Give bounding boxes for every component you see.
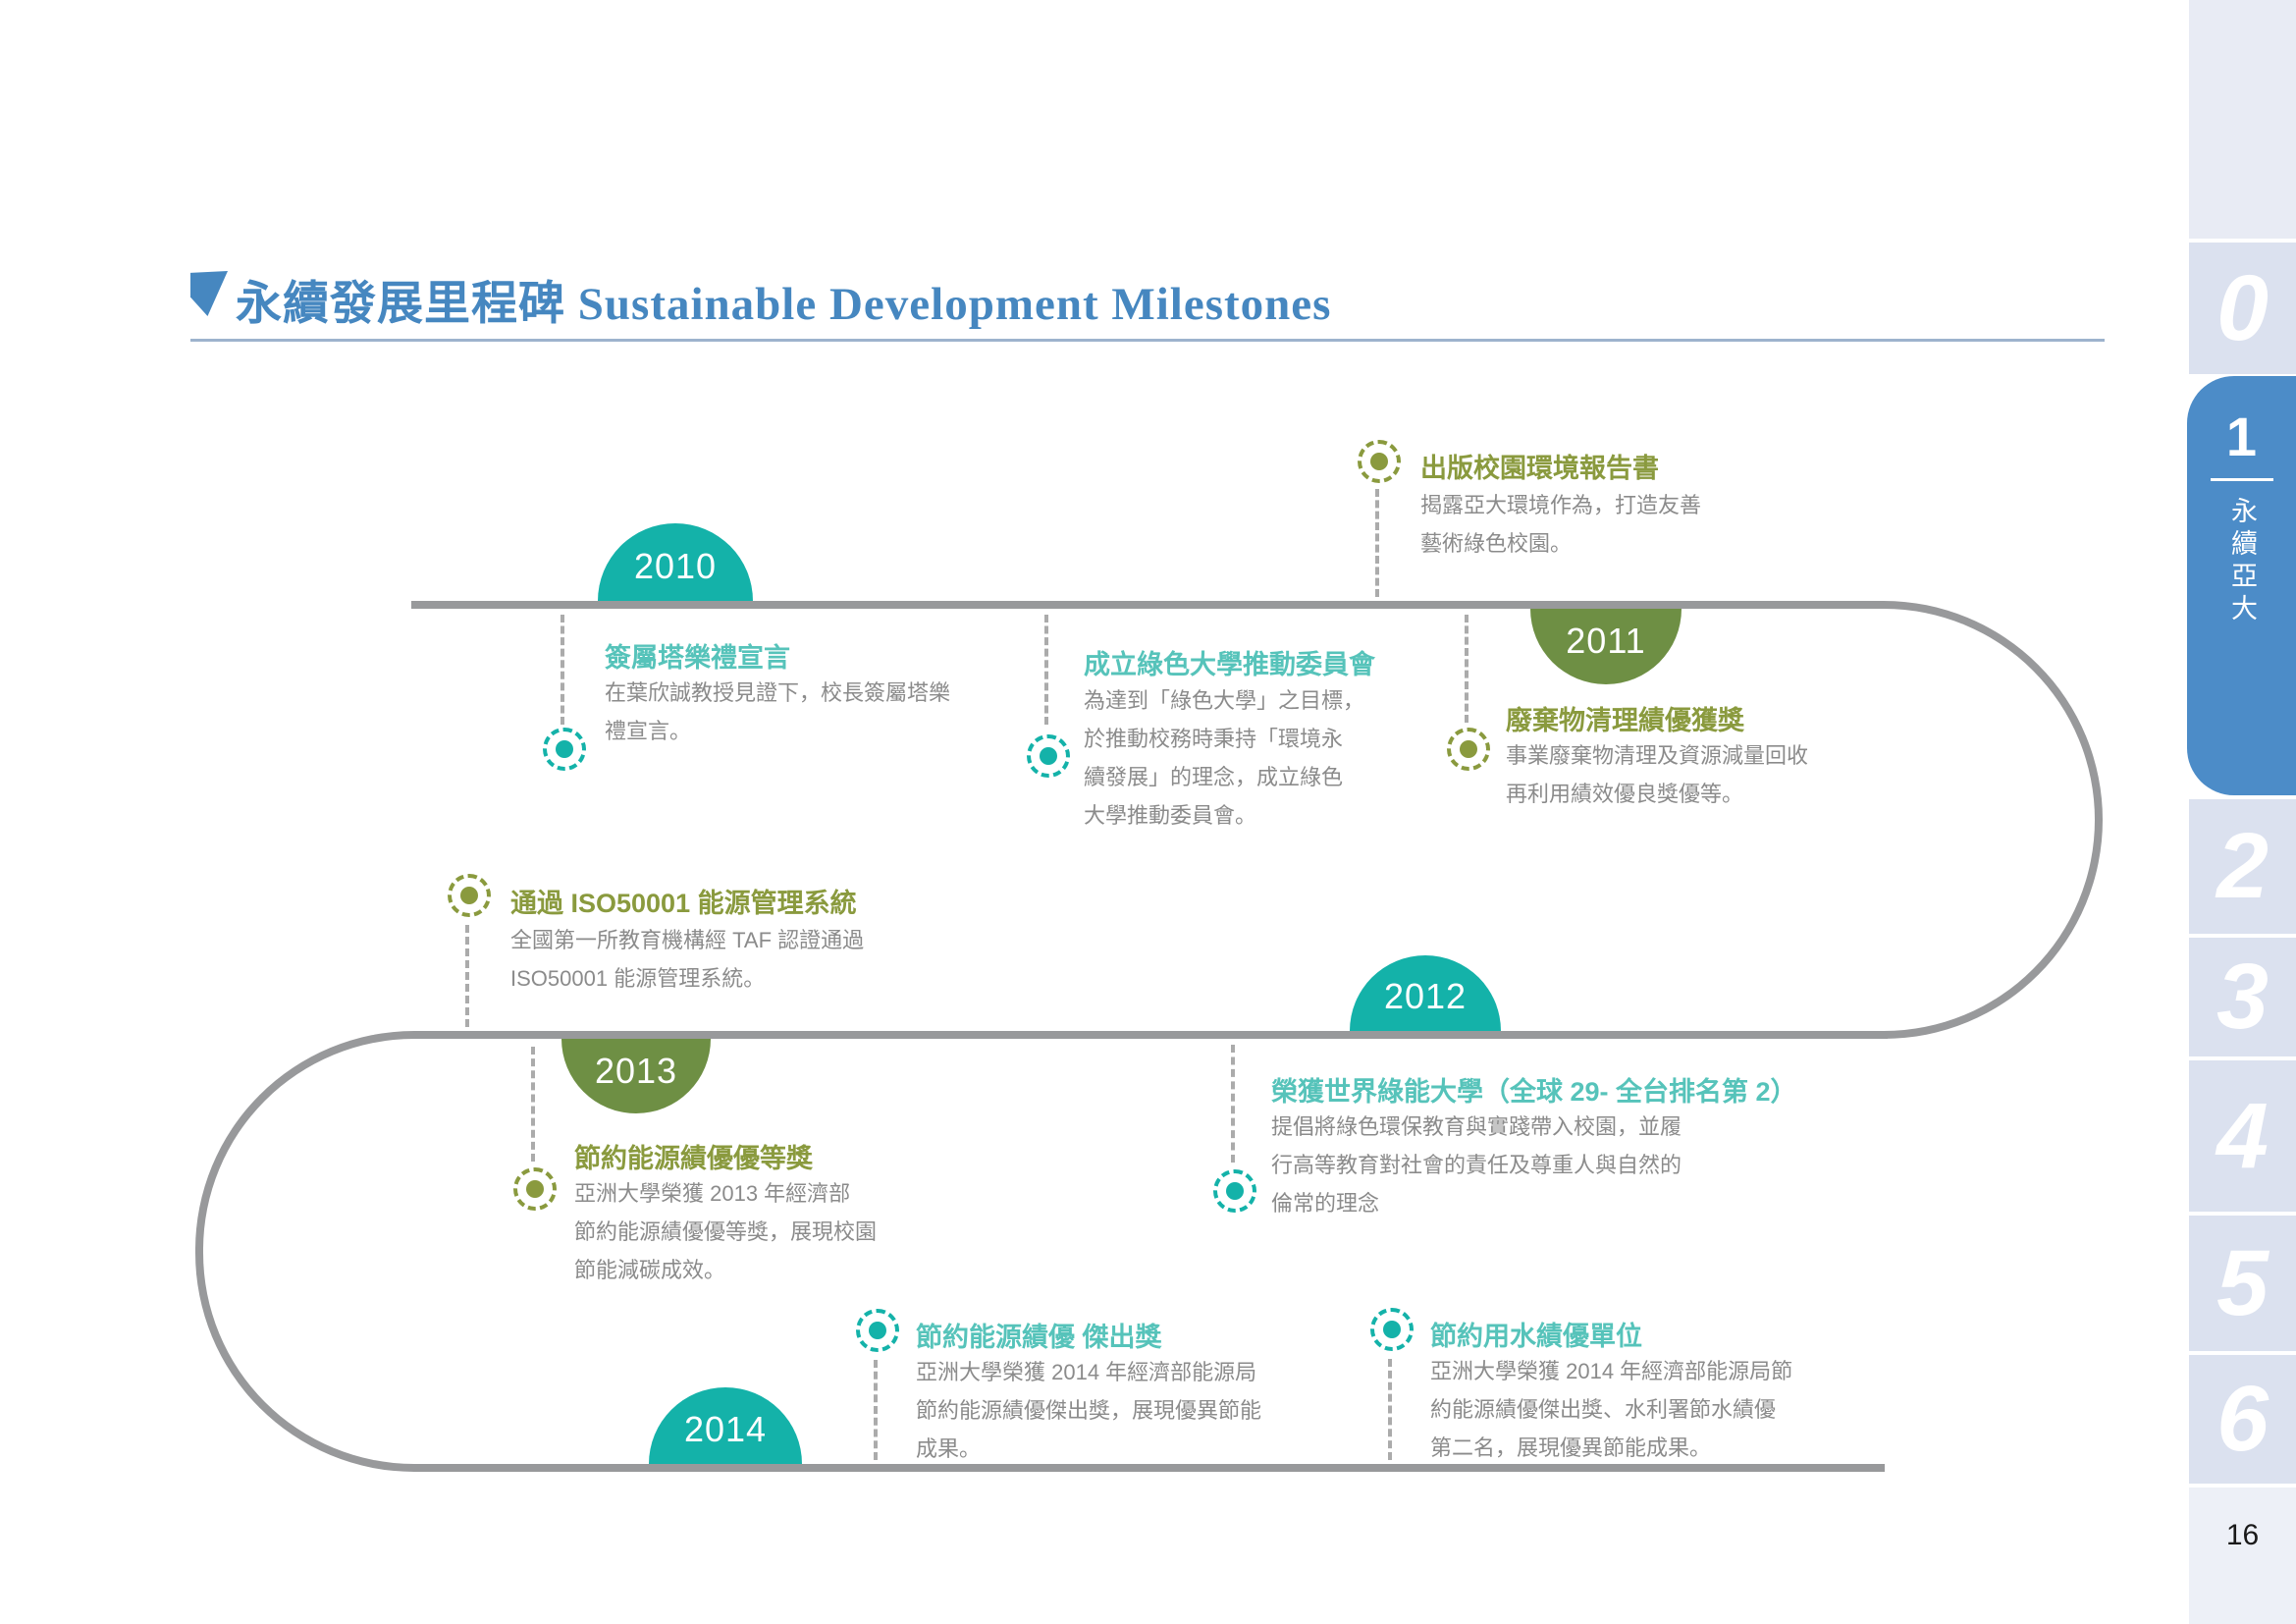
milestone-title: 榮獲世界綠能大學（全球 29- 全台排名第 2） [1271,1077,1797,1107]
sidebar-tab-1-active: 1 永續亞大 [2187,376,2296,795]
milestone-description: 為達到「綠色大學」之目標， 於推動校務時秉持「環境永 續發展」的理念，成立綠色 … [1084,688,1365,828]
marker-dot [556,740,573,758]
active-tab-divider [2210,478,2273,481]
connector-line [1388,1359,1392,1460]
milestone-title: 成立綠色大學推動委員會 [1084,650,1375,679]
sidebar-footer: 16 [2189,1488,2296,1624]
timeline-line-1 [411,601,1884,609]
milestone-marker-icon [1447,728,1490,771]
milestone-description: 事業廢棄物清理及資源減量回收 再利用績效優良獎優等。 [1506,743,1809,806]
milestone-description: 亞洲大學榮獲 2013 年經濟部 節約能源績優優等獎，展現校園 節能減碳成效。 [574,1181,878,1282]
connector-line [1465,615,1468,723]
sidebar-tab-number: 0 [2216,255,2269,360]
sidebar-tab-0: 0 [2189,243,2296,374]
sidebar-tab-number: 5 [2216,1230,2269,1335]
title-flag-icon [190,271,228,316]
connector-line [1044,615,1048,725]
timeline-line-3 [413,1464,1885,1472]
milestone-title: 廢棄物清理績優獲獎 [1506,706,1744,735]
year-badge-2014: 2014 [649,1387,802,1464]
connector-line [874,1360,878,1460]
year-badge-2013: 2013 [561,1039,711,1113]
sidebar-tab-4: 4 [2189,1060,2296,1212]
milestone-marker-icon [1027,734,1070,778]
connector-line [1375,489,1379,597]
milestone-title: 出版校園環境報告書 [1420,454,1659,483]
sidebar-tab-number: 2 [2216,814,2269,918]
milestone-title: 通過 ISO50001 能源管理系統 [510,889,857,918]
connector-line [561,615,564,725]
milestone-marker-icon [543,728,586,771]
marker-dot [1383,1321,1401,1338]
page-title: 永續發展里程碑 Sustainable Development Mileston… [236,279,1332,330]
connector-line [1231,1045,1235,1163]
milestone-description: 亞洲大學榮獲 2014 年經濟部能源局 節約能源績優傑出獎，展現優異節能 成果。 [916,1360,1262,1461]
sidebar-tab-6: 6 [2189,1355,2296,1484]
year-badge-2012: 2012 [1350,955,1501,1031]
connector-line [531,1047,535,1162]
milestone-title: 節約用水績優單位 [1430,1322,1642,1351]
sidebar-tab-3: 3 [2189,938,2296,1056]
year-label: 2010 [633,546,718,586]
year-label: 2011 [1566,621,1646,661]
year-label: 2013 [594,1051,678,1091]
milestone-title: 節約能源績優 傑出獎 [916,1323,1162,1352]
timeline-curve-left [195,1031,414,1472]
active-tab-number: 1 [2225,406,2258,467]
milestone-marker-icon [513,1167,557,1211]
milestone-description: 全國第一所教育機構經 TAF 認證通過 ISO50001 能源管理系統。 [510,928,865,991]
milestone-description: 在葉欣誠教授見證下，校長簽屬塔樂 禮宣言。 [605,680,951,743]
sidebar-tab-number: 4 [2216,1083,2269,1188]
marker-dot [460,887,478,904]
marker-dot [1460,740,1477,758]
marker-dot [526,1180,544,1198]
year-label: 2012 [1383,976,1468,1016]
milestone-marker-icon [1370,1308,1414,1351]
connector-line [465,925,469,1027]
year-badge-2010: 2010 [598,523,753,601]
marker-dot [869,1322,886,1339]
title-divider [190,339,2105,342]
year-label: 2014 [683,1409,768,1449]
milestone-description: 亞洲大學榮獲 2014 年經濟部能源局節 約能源績優傑出獎、水利署節水績優 第二… [1430,1359,1793,1460]
active-tab-label: 永續亞大 [2227,497,2257,626]
milestone-marker-icon [448,874,491,917]
milestone-description: 揭露亞大環境作為，打造友善 藝術綠色校園。 [1420,493,1702,556]
marker-dot [1226,1182,1244,1200]
timeline-line-2 [413,1031,1888,1039]
milestone-marker-icon [1358,440,1401,483]
sidebar-spacer [2189,0,2296,239]
sidebar-tab-number: 6 [2216,1367,2269,1471]
milestone-description: 提倡將綠色環保教育與實踐帶入校園，並履 行高等教育對社會的責任及尊重人與自然的 … [1271,1114,1682,1216]
year-badge-2011: 2011 [1530,609,1682,684]
sidebar-tab-number: 3 [2216,945,2269,1049]
milestone-marker-icon [1213,1169,1256,1213]
sidebar-tab-5: 5 [2189,1216,2296,1351]
milestone-title: 簽屬塔樂禮宣言 [605,643,790,673]
sidebar-tab-2: 2 [2189,799,2296,934]
marker-dot [1370,453,1388,470]
marker-dot [1040,747,1057,765]
timeline-curve-right [1884,601,2103,1039]
milestone-marker-icon [856,1309,899,1352]
page-number: 16 [2225,1519,2260,1551]
milestone-title: 節約能源績優優等獎 [574,1144,813,1173]
